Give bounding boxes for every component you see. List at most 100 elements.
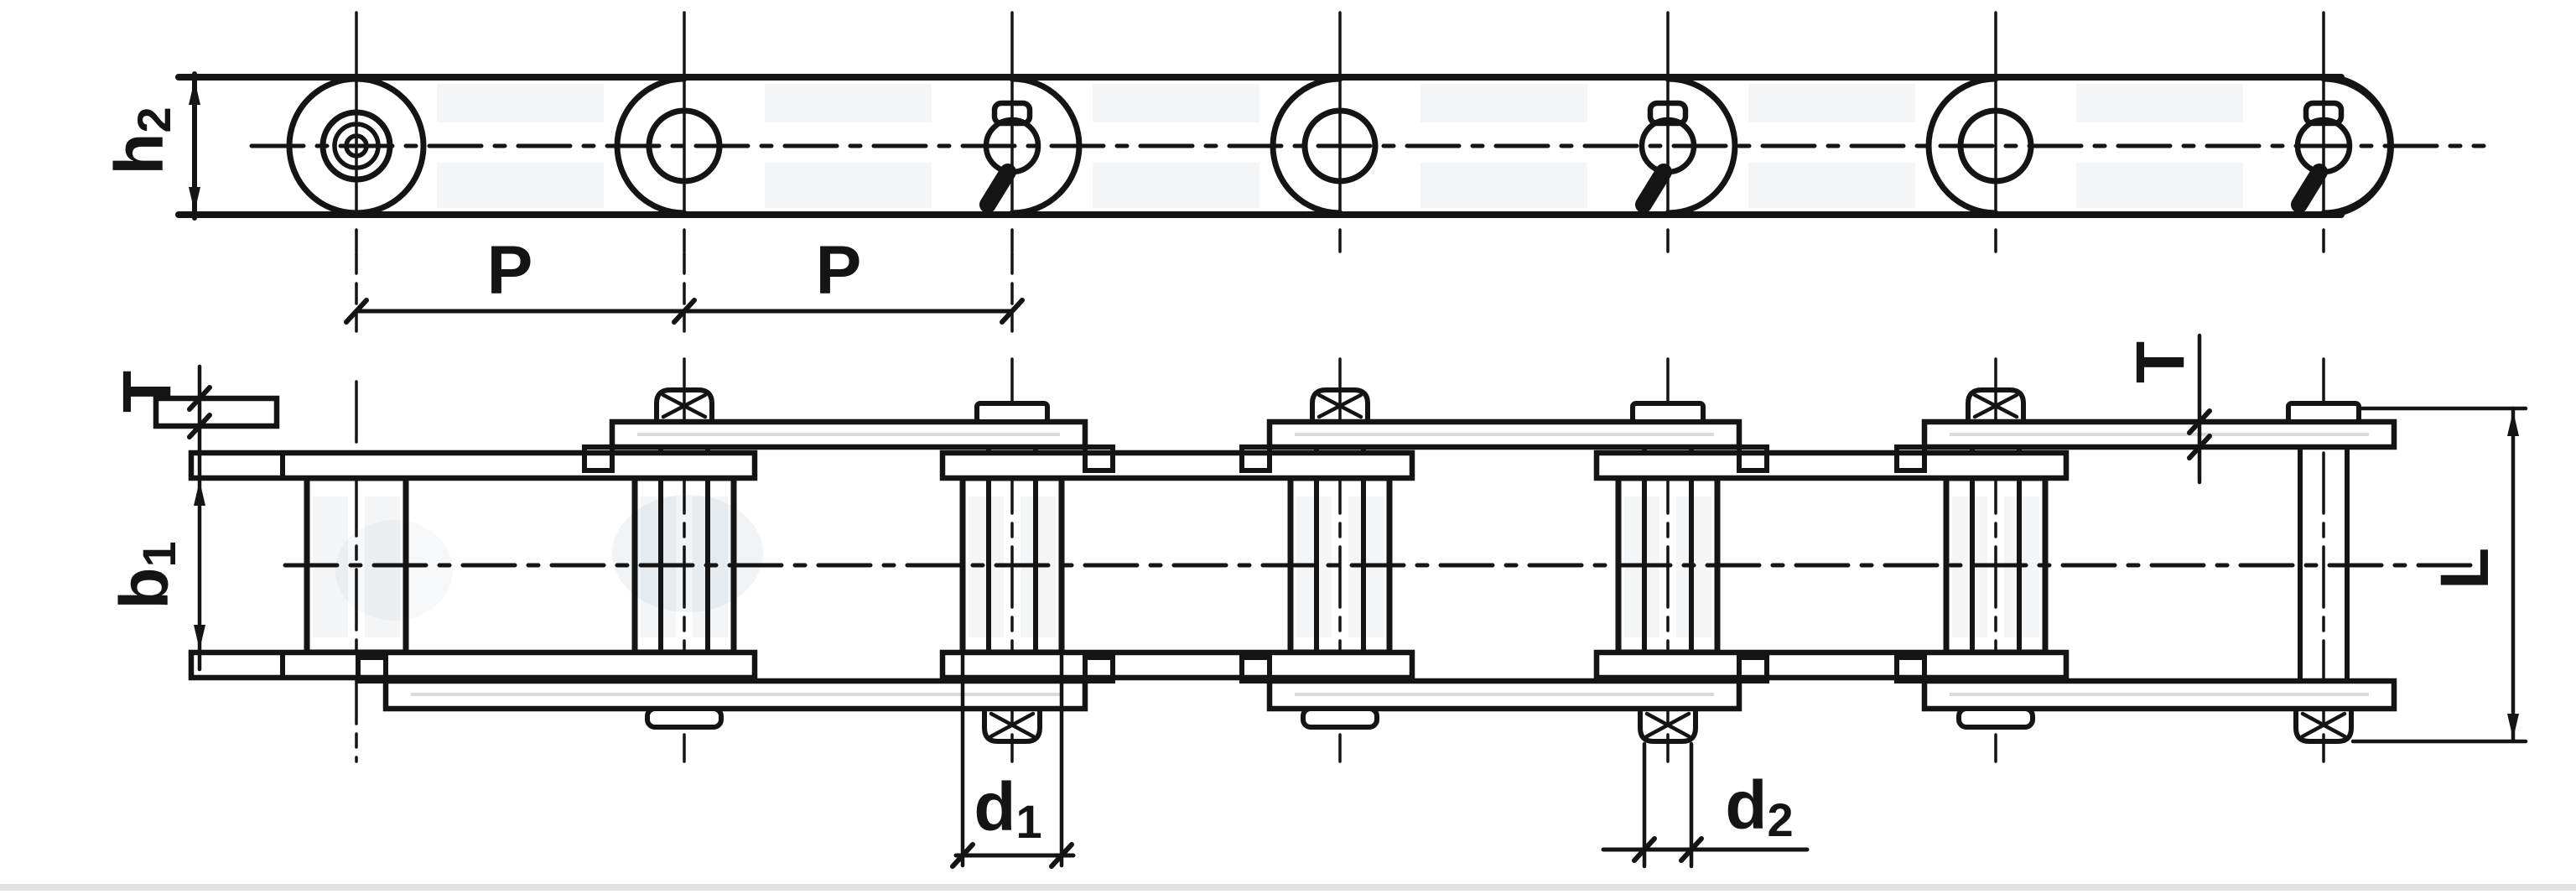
pin-end-circle bbox=[1957, 107, 2034, 185]
plate-step-tab bbox=[1239, 655, 1272, 683]
far-outer-plate bbox=[1266, 678, 1742, 712]
cotter-cross bbox=[989, 711, 1036, 739]
link-end-arc bbox=[614, 75, 688, 216]
dimension-arrow bbox=[189, 187, 200, 212]
far-inner-plate bbox=[188, 649, 758, 681]
cotter-arch bbox=[1966, 387, 2026, 424]
pin-end-circle bbox=[1301, 107, 1379, 185]
plate-step-tab bbox=[1894, 444, 1927, 473]
baseline-strip bbox=[0, 884, 2576, 891]
top-pin-6 bbox=[1925, 11, 2034, 253]
band-shade bbox=[1748, 84, 1915, 122]
roller-circle bbox=[332, 122, 381, 170]
pin-flat-head bbox=[1630, 401, 1706, 424]
dim-label-main: P bbox=[487, 232, 533, 309]
d2-dimension bbox=[1601, 741, 1810, 869]
dim-label-T-right: T bbox=[2122, 341, 2199, 383]
cotter-head bbox=[991, 100, 1033, 127]
far-outer-plate bbox=[1921, 678, 2397, 712]
cotter-head bbox=[1647, 100, 1689, 127]
dim-label-P-2: P bbox=[816, 232, 862, 309]
cotter-arch bbox=[2293, 706, 2354, 744]
link-end-arc bbox=[1665, 75, 1738, 216]
dimension-tick bbox=[950, 842, 975, 869]
cotter-arch bbox=[1638, 706, 1698, 744]
h2-dimension bbox=[189, 80, 200, 212]
link-end-arc bbox=[1925, 75, 1999, 216]
dim-label-main: L bbox=[2427, 548, 2503, 590]
band-shade bbox=[765, 163, 932, 208]
dimension-arrow bbox=[189, 80, 200, 105]
dim-label-main: d bbox=[974, 769, 1015, 845]
band-shade bbox=[1420, 84, 1587, 122]
shading-layer bbox=[0, 84, 2576, 891]
pin-washer-end bbox=[645, 706, 724, 730]
dimension-arrow bbox=[2507, 714, 2519, 739]
band-right-cap-arc bbox=[2320, 74, 2394, 218]
band-shade bbox=[2076, 163, 2243, 208]
band-shade bbox=[437, 84, 604, 122]
dimension-tick bbox=[344, 298, 369, 325]
plate-step-tab bbox=[1083, 655, 1115, 683]
roller-circle bbox=[319, 109, 393, 183]
cotter-leg bbox=[979, 164, 1016, 213]
dimension-tick bbox=[1679, 836, 1704, 863]
dim-label-main: T bbox=[2122, 341, 2199, 383]
far-inner-plate bbox=[1593, 649, 2070, 681]
dim-label-P-1: P bbox=[487, 232, 533, 309]
watermark-blob bbox=[335, 520, 453, 621]
link-end-arc bbox=[1009, 75, 1083, 216]
dimension-tick bbox=[672, 298, 697, 325]
cotter-cross bbox=[1317, 392, 1363, 419]
dimension-tick bbox=[2187, 434, 2212, 460]
plate-step-tab bbox=[1737, 444, 1769, 473]
cotter-arch bbox=[1310, 387, 1370, 424]
far-outer-plate bbox=[382, 678, 1088, 712]
plate-step-tab bbox=[1894, 655, 1927, 683]
dim-label-main: b bbox=[106, 568, 183, 610]
top-pin-4 bbox=[1270, 11, 1379, 253]
band-shade bbox=[437, 163, 604, 208]
pin-flat-head bbox=[2286, 401, 2361, 424]
roller-circle bbox=[344, 133, 369, 159]
cotter-cross bbox=[661, 392, 708, 419]
dimension-tick bbox=[1632, 836, 1657, 863]
dim-label-sub: 2 bbox=[127, 107, 180, 133]
cotter-cross bbox=[2300, 711, 2347, 739]
top-view-side-elevation bbox=[175, 11, 2486, 333]
near-inner-plate bbox=[1593, 450, 2070, 481]
cotter-cross bbox=[1972, 392, 2019, 419]
near-outer-plate bbox=[1921, 418, 2397, 450]
top-pin-5 bbox=[1635, 11, 1738, 253]
dim-label-b1: b1 bbox=[106, 541, 185, 609]
dim-label-d1: d1 bbox=[974, 769, 1041, 848]
b1-dimension bbox=[187, 364, 212, 672]
near-outer-plate bbox=[1266, 418, 1742, 450]
band-shade bbox=[2076, 84, 2243, 122]
dimension-tick bbox=[2187, 408, 2212, 435]
d1-dimension bbox=[950, 653, 1076, 869]
dim-label-sub: 1 bbox=[1015, 795, 1041, 848]
cotter-head bbox=[2303, 100, 2345, 127]
dim-label-main: P bbox=[816, 232, 862, 309]
dimension-arrow bbox=[194, 625, 205, 650]
dimension-arrow bbox=[2507, 411, 2519, 436]
dimension-tick bbox=[1000, 298, 1025, 325]
far-inner-plate bbox=[939, 649, 1415, 681]
band-shade bbox=[1093, 163, 1259, 208]
cotter-arch bbox=[982, 706, 1042, 744]
plate-step-tab bbox=[1083, 444, 1115, 473]
dimension-tick bbox=[1049, 842, 1074, 869]
plate-step-tab bbox=[582, 444, 615, 473]
watermark-blob bbox=[612, 495, 763, 612]
dimension-tick bbox=[187, 385, 212, 412]
L-dimension bbox=[2350, 406, 2528, 744]
band-shade bbox=[765, 84, 932, 122]
dimension-arrow bbox=[194, 481, 205, 506]
link-end-arc bbox=[1270, 75, 1343, 216]
dimension-tick bbox=[187, 413, 212, 439]
band-shade bbox=[1420, 163, 1587, 208]
